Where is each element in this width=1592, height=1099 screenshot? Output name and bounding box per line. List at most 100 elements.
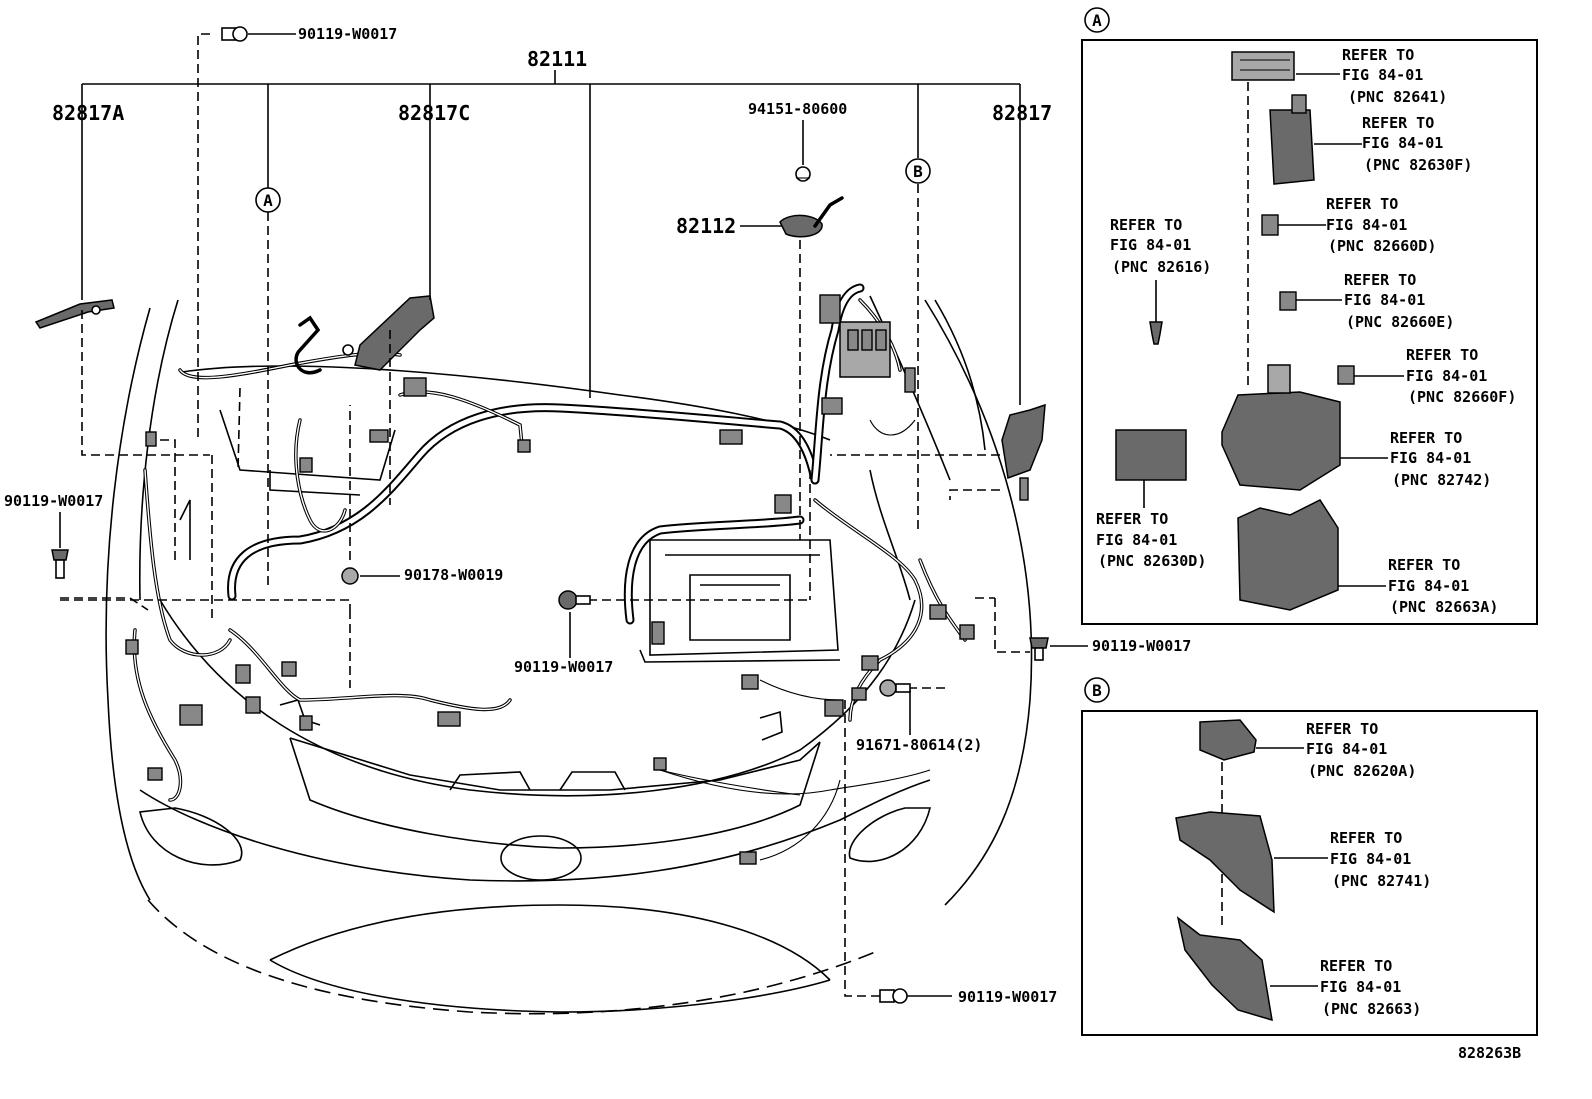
- relay-d-icon: [1261, 214, 1279, 236]
- ref-82663: REFER TO FIG 84-01 (PNC 82663): [1320, 957, 1421, 1018]
- svg-text:(PNC 82660D): (PNC 82660D): [1328, 237, 1436, 255]
- ref-82663A: REFER TO FIG 84-01 (PNC 82663A): [1388, 556, 1498, 616]
- connector: [145, 431, 157, 447]
- callout-82817A: 82817A: [52, 101, 124, 125]
- svg-text:REFER TO: REFER TO: [1320, 957, 1392, 975]
- svg-text:FIG 84-01: FIG 84-01: [1096, 531, 1177, 549]
- connector: [147, 767, 163, 781]
- bolt-right-icon: [1029, 637, 1049, 661]
- callout-82817: 82817: [992, 101, 1052, 125]
- bracket-82817C: [294, 295, 435, 375]
- vehicle-body-outline: [105, 295, 1033, 1015]
- svg-text:(PNC 82660F): (PNC 82660F): [1408, 388, 1516, 406]
- connector: [824, 699, 844, 717]
- ref-82630F: REFER TO FIG 84-01 (PNC 82630F): [1362, 114, 1472, 174]
- connector: [739, 851, 757, 865]
- svg-text:FIG 84-01: FIG 84-01: [1390, 449, 1471, 467]
- svg-text:FIG 84-01: FIG 84-01: [1362, 134, 1443, 152]
- marker-a-label: A: [263, 191, 273, 210]
- inset-a-marker: A: [1092, 11, 1102, 30]
- svg-text:(PNC 82741): (PNC 82741): [1332, 872, 1431, 890]
- relay-cluster: [819, 294, 891, 378]
- svg-text:FIG 84-01: FIG 84-01: [1306, 740, 1387, 758]
- relay-block-icon: [1269, 109, 1315, 185]
- inset-b: B REFER TO FIG 84-01 (PNC 82620A) REFER …: [1081, 677, 1538, 1036]
- svg-text:FIG 84-01: FIG 84-01: [1406, 367, 1487, 385]
- ref-82660F: REFER TO FIG 84-01 (PNC 82660F): [1406, 346, 1516, 406]
- svg-text:(PNC 82616): (PNC 82616): [1112, 258, 1211, 276]
- svg-text:REFER TO: REFER TO: [1406, 346, 1478, 364]
- svg-text:(PNC 82660E): (PNC 82660E): [1346, 313, 1454, 331]
- ref-82660D: REFER TO FIG 84-01 (PNC 82660D): [1326, 195, 1436, 255]
- svg-text:REFER TO: REFER TO: [1330, 829, 1402, 847]
- connector: [959, 624, 975, 640]
- bolt-left-icon: [51, 549, 69, 579]
- marker-b-label: B: [913, 162, 923, 181]
- ref-82641: REFER TO FIG 84-01 (PNC 82641): [1342, 46, 1447, 106]
- callout-bolt-right: 90119-W0017: [1092, 637, 1191, 655]
- connector: [281, 661, 297, 677]
- svg-text:REFER TO: REFER TO: [1362, 114, 1434, 132]
- svg-text:(PNC 82663A): (PNC 82663A): [1390, 598, 1498, 616]
- bolt-top-icon: [221, 26, 248, 42]
- svg-text:(PNC 82742): (PNC 82742): [1392, 471, 1491, 489]
- connector: [774, 494, 792, 514]
- box-lower-icon: [1237, 499, 1339, 611]
- connector: [299, 715, 313, 731]
- callout-bolt-left: 90119-W0017: [4, 492, 103, 510]
- callout-bolt-bottom: 90119-W0017: [958, 988, 1057, 1006]
- fasteners: [51, 26, 1049, 1004]
- connector: [741, 674, 759, 690]
- fuse-box-cover-icon: [1231, 51, 1295, 81]
- svg-text:FIG 84-01: FIG 84-01: [1344, 291, 1425, 309]
- connector: [245, 696, 261, 714]
- connector: [653, 757, 667, 771]
- svg-text:FIG 84-01: FIG 84-01: [1320, 978, 1401, 996]
- inset-a-frame: [1081, 39, 1538, 625]
- svg-text:(PNC 82630D): (PNC 82630D): [1098, 552, 1206, 570]
- connector: [517, 439, 531, 453]
- connector: [299, 457, 313, 473]
- svg-text:(PNC 82620A): (PNC 82620A): [1308, 762, 1416, 780]
- bracket-82817A: [34, 299, 115, 329]
- connector: [904, 367, 916, 393]
- ref-82660E: REFER TO FIG 84-01 (PNC 82660E): [1344, 271, 1454, 331]
- svg-text:REFER TO: REFER TO: [1390, 429, 1462, 447]
- svg-text:FIG 84-01: FIG 84-01: [1342, 66, 1423, 84]
- ref-82616: REFER TO FIG 84-01 (PNC 82616): [1110, 216, 1211, 345]
- svg-text:FIG 84-01: FIG 84-01: [1110, 236, 1191, 254]
- svg-text:FIG 84-01: FIG 84-01: [1326, 216, 1407, 234]
- relay-e-icon: [1279, 291, 1297, 311]
- bracket-82663-icon: [1176, 916, 1273, 1022]
- ref-82630D: REFER TO FIG 84-01 (PNC 82630D): [1096, 510, 1206, 570]
- relay-82620A-icon: [1199, 719, 1257, 761]
- connector: [929, 604, 947, 620]
- connector: [369, 429, 389, 443]
- junction-block-icon: [1221, 391, 1341, 491]
- marker-a-circle: A: [255, 187, 281, 213]
- connector: [235, 664, 251, 684]
- svg-text:REFER TO: REFER TO: [1326, 195, 1398, 213]
- callout-90178-W0019: 90178-W0019: [404, 566, 503, 584]
- connector: [851, 687, 867, 701]
- svg-text:REFER TO: REFER TO: [1306, 720, 1378, 738]
- bolt-91671-icon: [879, 679, 911, 697]
- callout-bolt-top: 90119-W0017: [298, 25, 397, 43]
- svg-text:(PNC 82630F): (PNC 82630F): [1364, 156, 1472, 174]
- connector: [437, 711, 461, 727]
- connector: [125, 639, 139, 655]
- connector: [861, 655, 879, 671]
- inset-a: A REFER TO FIG 84-01 (PNC 82641) REFER: [1081, 7, 1538, 625]
- connector: [179, 704, 203, 726]
- figure-id: 828263B: [1458, 1044, 1521, 1062]
- connector: [719, 429, 743, 445]
- connector: [821, 397, 843, 415]
- callout-91671-80614: 91671-80614(2): [856, 736, 982, 754]
- junction-82741-icon: [1175, 811, 1275, 914]
- ref-82742: REFER TO FIG 84-01 (PNC 82742): [1390, 429, 1491, 489]
- sensor-icon: [1149, 321, 1163, 345]
- svg-text:REFER TO: REFER TO: [1110, 216, 1182, 234]
- harness-connectors: [125, 367, 975, 865]
- svg-text:FIG 84-01: FIG 84-01: [1388, 577, 1469, 595]
- nut-90178-icon: [341, 567, 359, 585]
